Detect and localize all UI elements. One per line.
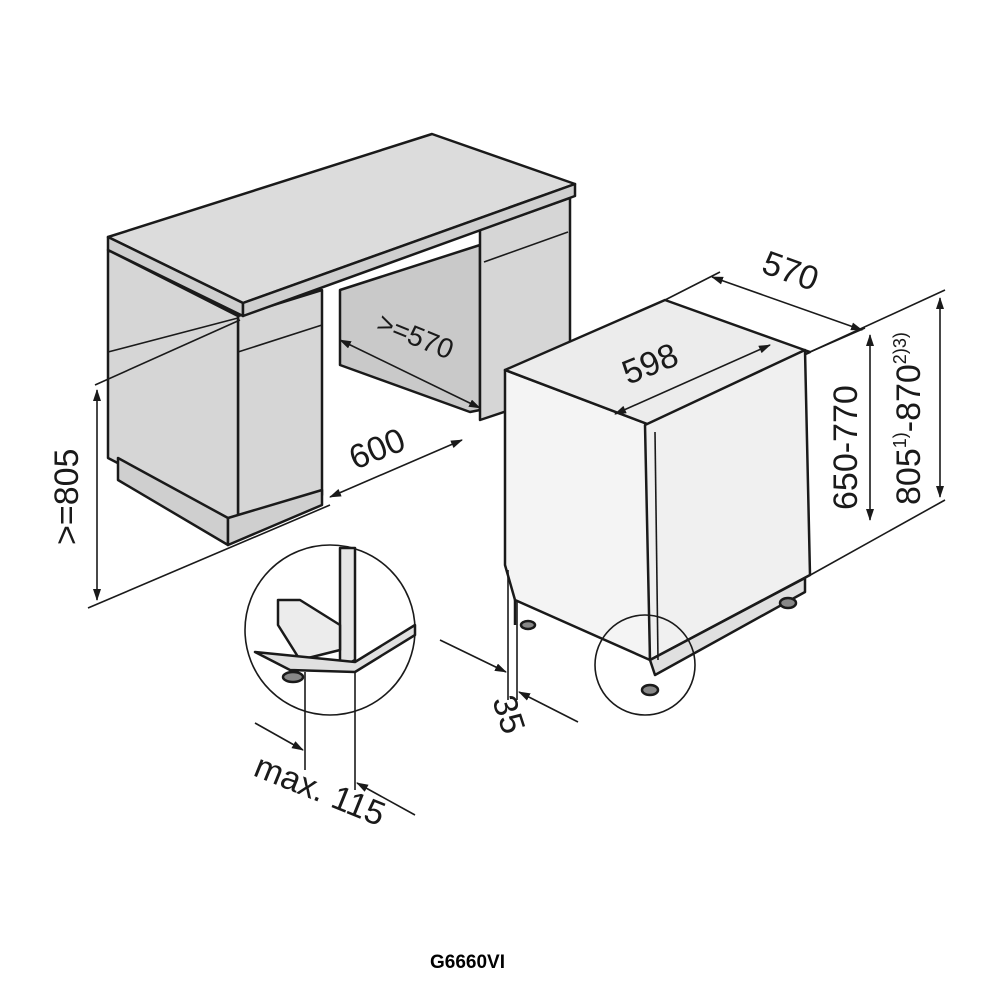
label-total-height: 8051)-8702)3): [890, 332, 928, 505]
label-plinth-setback: 35: [484, 691, 532, 739]
label-door-overhang: max. 115: [249, 747, 391, 834]
total-height-to-note: 2)3): [890, 332, 910, 364]
total-height-from: 805: [890, 448, 928, 505]
label-appliance-depth: 570: [757, 244, 823, 299]
label-niche-width: 600: [344, 421, 411, 477]
total-height-to: -870: [890, 364, 928, 432]
dimension-lines: [87, 271, 946, 816]
detail-magnifier: [244, 544, 696, 716]
label-height-range: 650-770: [827, 385, 865, 510]
model-name: G6660VI: [430, 952, 505, 973]
total-height-from-note: 1): [890, 432, 910, 448]
label-niche-height-min: >=805: [48, 449, 86, 545]
